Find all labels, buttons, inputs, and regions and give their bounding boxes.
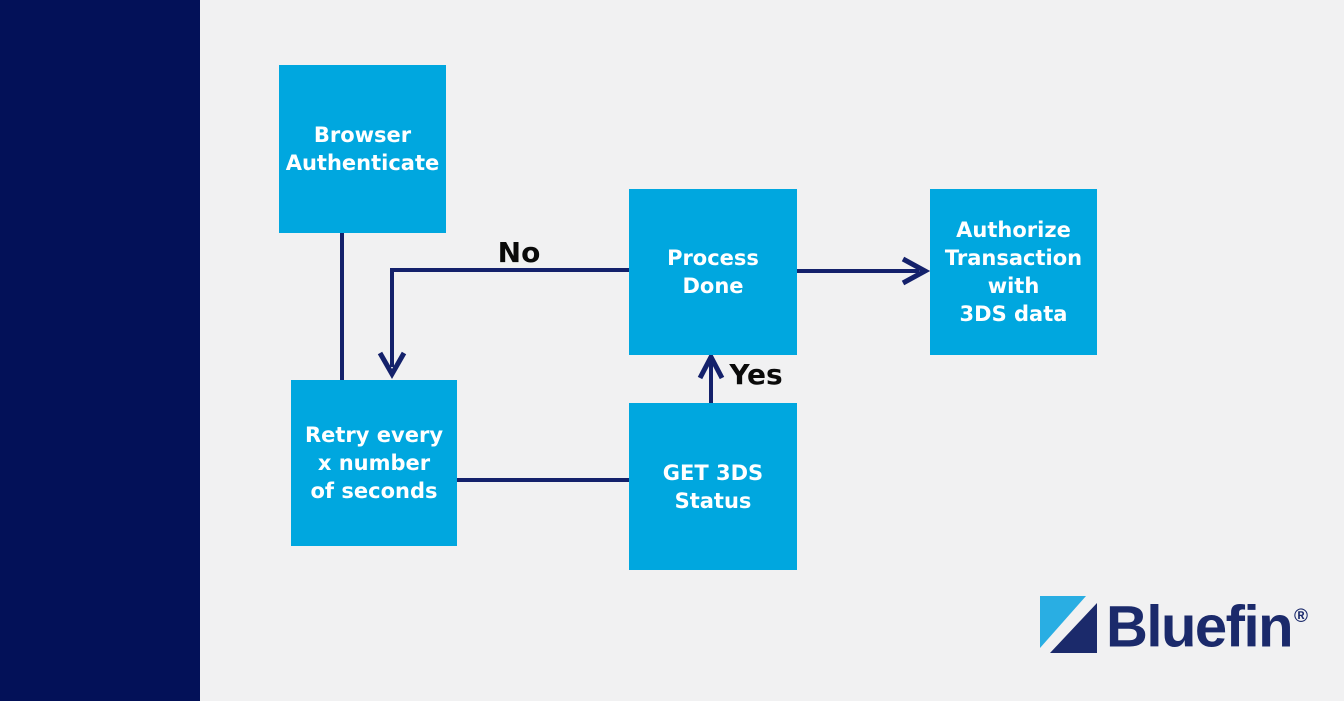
arrowhead-right-icon (901, 256, 931, 286)
bluefin-wordmark-text: Bluefin (1106, 594, 1294, 660)
node-authorize-transaction: Authorize Transaction with 3DS data (930, 189, 1097, 355)
edge-label-no: No (497, 236, 541, 269)
registered-trademark-icon: ® (1294, 605, 1309, 627)
bluefin-logo: Bluefin® (1040, 592, 1309, 660)
left-accent-bar (0, 0, 200, 701)
bluefin-logo-icon (1040, 595, 1097, 653)
logo-triangle-cyan (1040, 595, 1086, 648)
edge-no-path (390, 268, 629, 367)
node-browser-authenticate: Browser Authenticate (279, 65, 446, 233)
node-process-done: Process Done (629, 189, 797, 355)
arrowhead-down-icon (377, 351, 407, 380)
node-retry-every-x-seconds: Retry every x number of seconds (291, 380, 457, 546)
node-get-3ds-status: GET 3DS Status (629, 403, 797, 570)
logo-triangle-navy (1050, 602, 1097, 653)
bluefin-wordmark: Bluefin® (1106, 592, 1309, 660)
arrowhead-up-icon (697, 351, 725, 380)
edge-label-yes: Yes (729, 358, 783, 391)
